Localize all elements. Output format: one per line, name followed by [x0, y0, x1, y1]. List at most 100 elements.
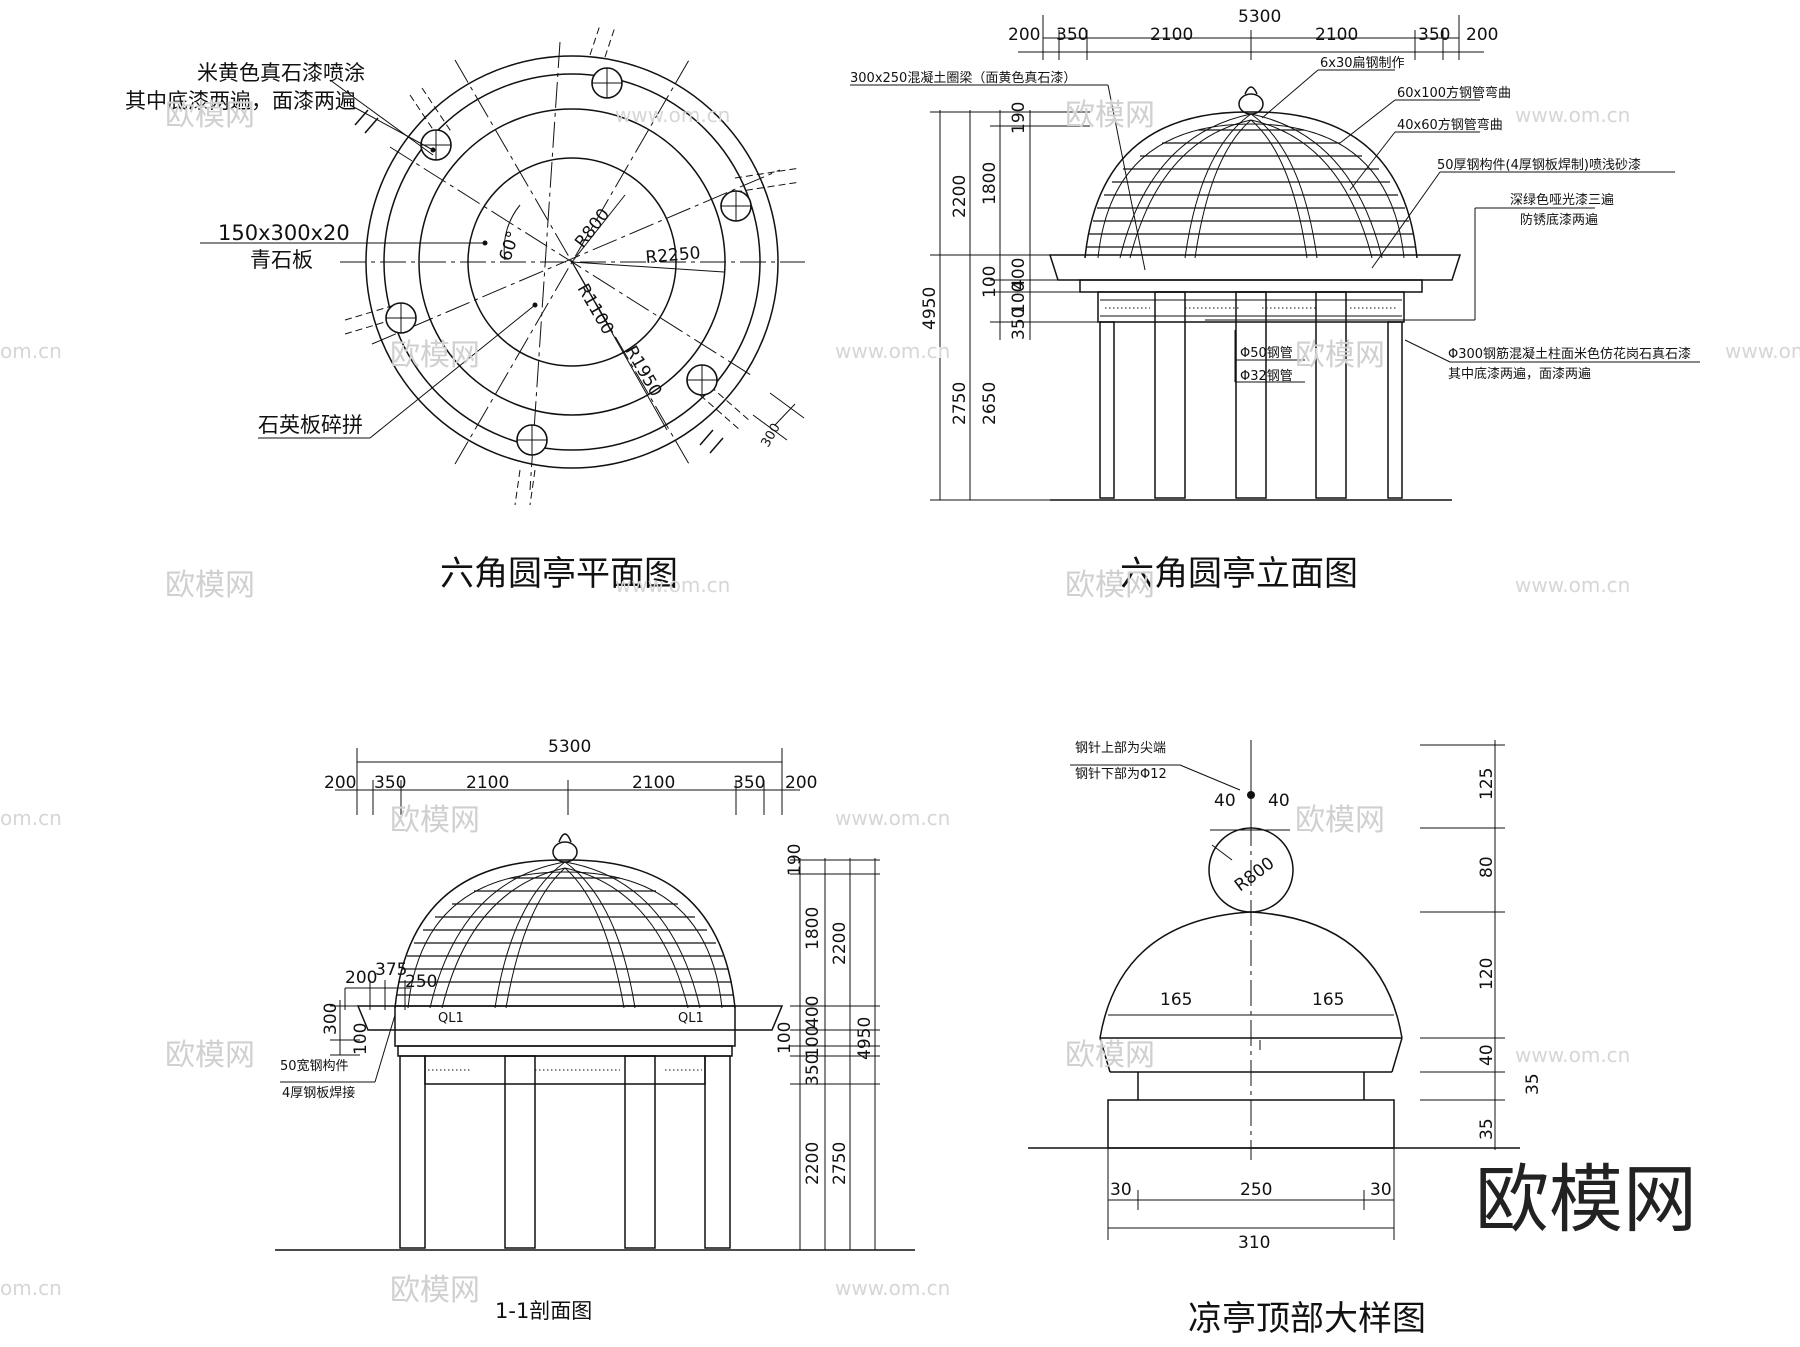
section-left-dim: 300	[321, 1003, 341, 1035]
columns	[1099, 291, 1403, 499]
dim-ticks	[356, 748, 783, 815]
elev-top-dim: 350	[1418, 25, 1450, 45]
column-circle	[516, 424, 548, 456]
section-right-dim: 2200	[830, 922, 850, 965]
elev-top-total: 5300	[1238, 7, 1281, 27]
detail-right-dim: 125	[1477, 768, 1497, 800]
detail-right-dim: 120	[1477, 958, 1497, 990]
elev-left-dim: 2750	[950, 382, 970, 425]
detail-right-dim: 40	[1477, 1044, 1497, 1066]
detail-dim: 165	[1312, 990, 1344, 1010]
elev-left-dim: 100	[1009, 282, 1029, 314]
watermark-url-edge: om.cn	[0, 339, 62, 363]
section-left-dim: 200	[345, 968, 377, 988]
elev-left-dim: 350	[1009, 308, 1029, 340]
radius-label-r2250: R2250	[645, 243, 702, 268]
watermark-url: www.om.cn	[1515, 573, 1630, 597]
columns	[399, 1055, 731, 1249]
elev-top-dim: 350	[1056, 25, 1088, 45]
watermark-url: www.om.cn	[615, 573, 730, 597]
title-plan: 六角圆亭平面图	[440, 554, 678, 594]
watermark-brand: 欧模网	[390, 1273, 480, 1308]
brand-logo-text: 欧模网	[1475, 1157, 1697, 1243]
title-detail: 凉亭顶部大样图	[1188, 1299, 1426, 1339]
column-circle	[686, 364, 718, 396]
dim-ticks	[1042, 15, 1460, 60]
section-right-dim: 4950	[855, 1017, 875, 1060]
detail-right-dim: 80	[1477, 856, 1497, 878]
detail-note-1: 钢针上部为尖端	[1075, 741, 1166, 756]
section-top-dim: 350	[733, 773, 765, 793]
detail-dim: 30	[1110, 1180, 1132, 1200]
note-green-paint: 深绿色哑光漆三遍	[1510, 192, 1614, 208]
dome-slats	[396, 877, 734, 996]
watermark-url-edge: om.cn	[0, 806, 62, 830]
section-right-dim: 2200	[803, 1142, 823, 1185]
note-pipe-50: Φ50钢管	[1240, 346, 1293, 361]
note-ring-beam: 300x250混凝土圈梁（面黄色真石漆）	[850, 70, 1076, 86]
section-right-dim: 100	[775, 1022, 795, 1054]
plan-axis	[529, 41, 561, 491]
detail-dim: 30	[1370, 1180, 1392, 1200]
note-paint-line2: 其中底漆两遍，面漆两遍	[125, 89, 356, 113]
frieze	[424, 1055, 706, 1085]
eave	[356, 1005, 784, 1031]
note-column-paint: 其中底漆两遍，面漆两遍	[1448, 366, 1591, 382]
beam-label-left: QL1	[438, 1011, 464, 1026]
section-left-dims	[330, 980, 410, 1056]
note-quartz: 石英板碎拼	[258, 413, 363, 437]
elevation-view: 5300 200 350 2100 2100 350 200	[850, 7, 1700, 501]
plan-view: 60° R800 R2250 R1100 R1950 300 米黄色真石漆喷涂 …	[125, 24, 805, 506]
elev-left-dim: 1800	[980, 162, 1000, 205]
note-square-tube-60: 60x100方钢管弯曲	[1397, 85, 1511, 101]
watermark-brand: 欧模网	[165, 1038, 255, 1073]
column-circle	[591, 67, 623, 99]
watermark-brand: 欧模网	[1065, 568, 1155, 603]
beam-label-right: QL1	[678, 1011, 704, 1026]
detail-right-dim: 35	[1523, 1073, 1543, 1095]
frieze	[1097, 291, 1405, 323]
section-right-dim: 350	[803, 1054, 823, 1086]
beam-dashes	[344, 24, 801, 506]
section-top-dim: 200	[324, 773, 356, 793]
radius-label-r1100: R1100	[573, 281, 618, 339]
elev-left-dim: 190	[1009, 102, 1029, 134]
watermark-url: www.om.cn	[1515, 103, 1630, 127]
section-top-dim: 2100	[632, 773, 675, 793]
note-slab-size: 150x300x20	[218, 221, 350, 245]
detail-note-2: 钢针下部为Φ12	[1075, 767, 1167, 782]
elev-left-dim: 4950	[920, 287, 940, 330]
watermark-url-edge: om.cn	[0, 1276, 62, 1300]
watermark-brand: 欧模网	[1295, 803, 1385, 838]
elev-left-dims	[930, 110, 1098, 501]
elev-top-dim: 2100	[1315, 25, 1358, 45]
section-right-dim: 400	[803, 996, 823, 1028]
note-column: Φ300钢筋混凝土柱面米色仿花岗石真石漆	[1448, 346, 1691, 362]
section-left-dim: 100	[351, 1023, 371, 1055]
elev-left-dim: 100	[980, 266, 1000, 298]
elev-left-dim: 2200	[950, 175, 970, 218]
watermark-url: www.om.cn	[835, 339, 950, 363]
radius-label-r800: R800	[571, 205, 614, 252]
section-right-dims	[790, 858, 880, 1250]
watermark-brand: 欧模网	[165, 98, 255, 133]
detail-dim: 250	[1240, 1180, 1272, 1200]
watermark-brand: 欧模网	[1295, 338, 1385, 373]
note-slab-material: 青石板	[250, 248, 313, 272]
column-circle	[720, 190, 752, 222]
section-top-dim: 200	[785, 773, 817, 793]
detail-dims	[1070, 740, 1505, 1240]
section-left-dim: 375	[375, 960, 407, 980]
elev-left-dim: 400	[1009, 258, 1029, 290]
detail-dim: 310	[1238, 1233, 1270, 1253]
detail-dim: 165	[1160, 990, 1192, 1010]
watermark-brand: 欧模网	[390, 803, 480, 838]
watermarks: 欧模网 欧模网 欧模网 欧模网 欧模网 欧模网 欧模网 欧模网 欧模网 欧模网 …	[0, 98, 1800, 1308]
radius-lines	[503, 194, 725, 431]
title-section: 1-1剖面图	[495, 1299, 592, 1323]
detail-dim: R800	[1231, 853, 1278, 896]
detail-right-dim: 35	[1477, 1118, 1497, 1140]
elev-top-dim: 200	[1008, 25, 1040, 45]
angle-label: 60°	[496, 229, 524, 264]
radius-label-r1950: R1950	[621, 343, 666, 401]
